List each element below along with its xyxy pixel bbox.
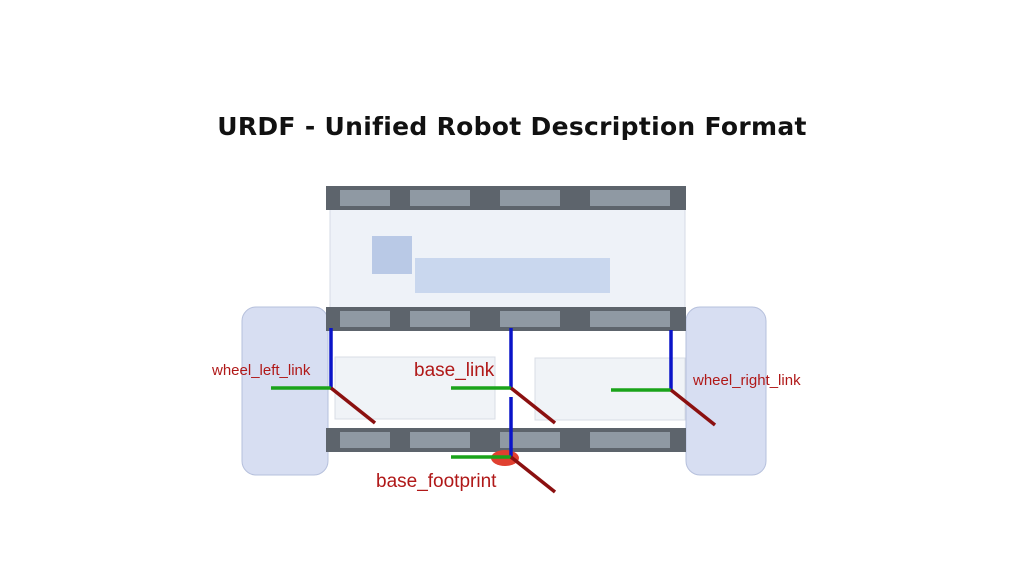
wheel-right-link-x-axis — [669, 388, 717, 427]
frame-label-wheel-right-link: wheel_right_link — [693, 372, 801, 389]
base-footprint-x-axis — [509, 455, 557, 494]
electronics-board — [372, 236, 412, 274]
electronics-board-2 — [415, 258, 610, 293]
frame-label-base-footprint: base_footprint — [376, 471, 497, 492]
coordinate-frames — [271, 328, 717, 494]
frame-label-base-link: base_link — [414, 360, 495, 381]
frame-label-wheel-left-link: wheel_left_link — [212, 362, 311, 379]
base-link-x-axis — [509, 386, 557, 425]
left-wheel — [241, 306, 329, 476]
wheel-left-link-x-axis — [329, 386, 377, 425]
robot-model — [241, 186, 767, 476]
right-wheel — [685, 306, 767, 476]
diagram-title: URDF - Unified Robot Description Format — [217, 112, 807, 141]
